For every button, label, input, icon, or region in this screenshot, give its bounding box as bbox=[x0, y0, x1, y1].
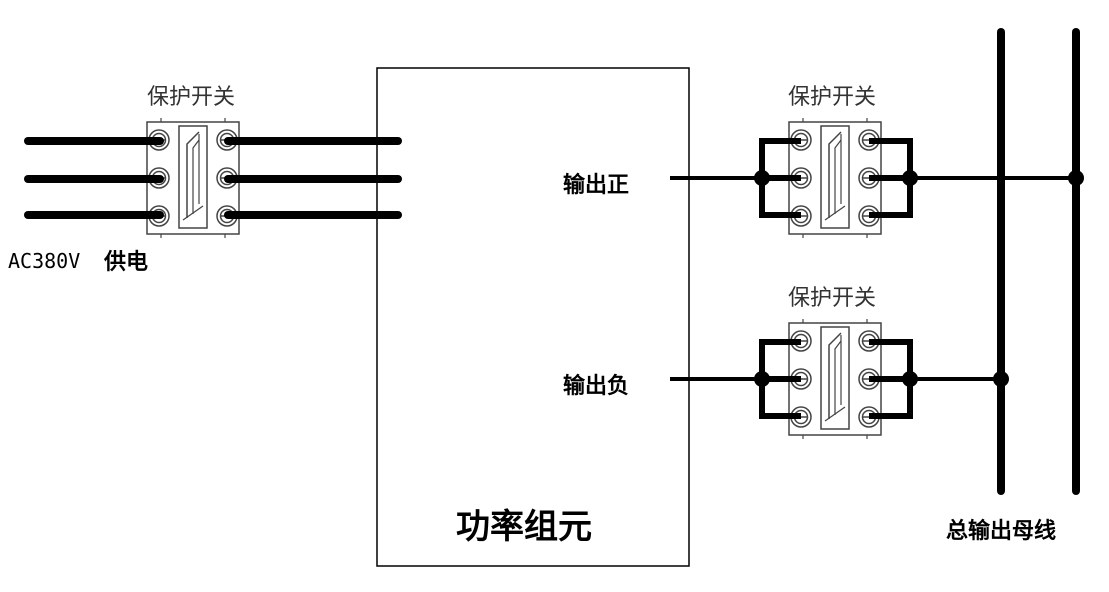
power-unit-box bbox=[376, 67, 690, 567]
input-switch-group: 保护开关 AC380V 供电 bbox=[8, 85, 402, 275]
output-positive-label: 输出正 bbox=[563, 172, 629, 198]
protection-switch-negative bbox=[789, 319, 881, 439]
output-negative-label: 输出负 bbox=[563, 373, 629, 399]
switch-label-positive: 保护开关 bbox=[788, 85, 876, 110]
bus-label: 总输出母线 bbox=[946, 518, 1056, 544]
output-bus: 总输出母线 bbox=[946, 28, 1080, 544]
supply-suffix-label: 供电 bbox=[103, 249, 148, 275]
switch-label-negative: 保护开关 bbox=[788, 286, 876, 311]
negative-switch-group: 保护开关 bbox=[670, 286, 1009, 439]
positive-switch-group: 保护开关 bbox=[670, 85, 1084, 238]
power-unit-label: 功率组元 bbox=[456, 507, 592, 547]
power-unit: 输出正 输出负 功率组元 bbox=[376, 67, 690, 567]
protection-switch-positive bbox=[789, 118, 881, 238]
switch-label-input: 保护开关 bbox=[147, 85, 235, 110]
supply-label: AC380V bbox=[8, 249, 80, 273]
